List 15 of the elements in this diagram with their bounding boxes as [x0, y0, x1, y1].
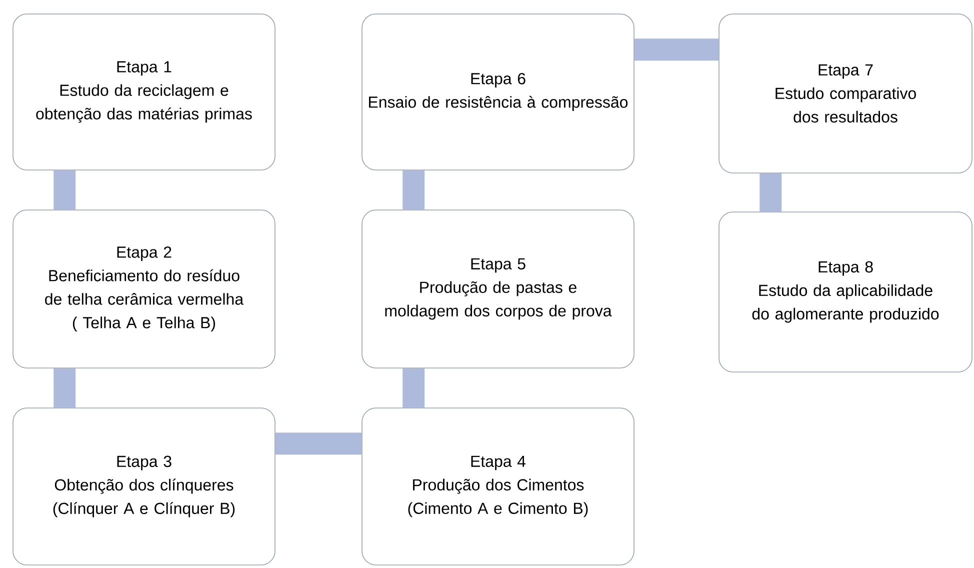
step-box: Etapa 7 Estudo comparativo dos resultados — [718, 14, 972, 174]
step-box: Etapa 5 Produção de pastas e moldagem dos corpos de prova — [362, 210, 634, 368]
step-box: Etapa 1 Estudo da reciclagem e obtenção das matérias primas — [12, 14, 276, 170]
connector-bar — [54, 170, 76, 210]
connector-bar — [54, 368, 76, 408]
connector-bar — [402, 170, 425, 210]
step-box: Etapa 3 Obtenção dos clínqueres (Clínquer A e Clínquer B) — [12, 408, 276, 566]
step-box: Etapa 6 Ensaio de resistência à compressão — [362, 14, 634, 170]
connector-bar — [275, 432, 362, 455]
connector-bar — [760, 173, 782, 212]
step-box: Etapa 2 Beneficiamento do resíduo de telha cerâmica vermelha ( Telha A e Telha B) — [12, 210, 276, 368]
step-box: Etapa 8 Estudo da aplicabilidade do aglomerante produzido — [718, 212, 972, 372]
connector-bar — [402, 368, 425, 408]
step-box: Etapa 4 Produção dos Cimentos (Cimento A e Cimento B) — [362, 408, 634, 566]
connector-bar — [634, 38, 719, 61]
